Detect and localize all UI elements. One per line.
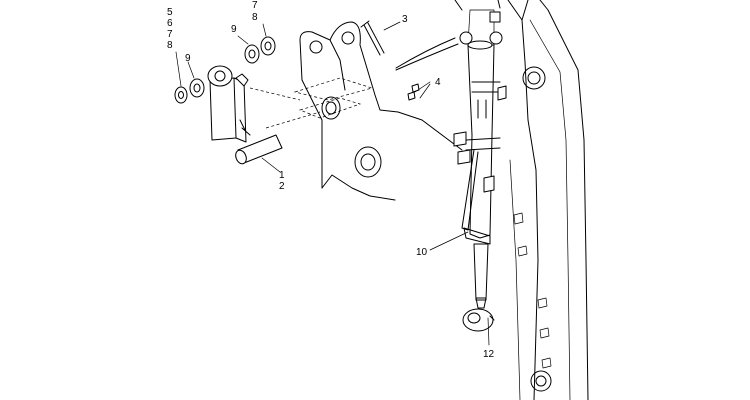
part-washers xyxy=(174,36,276,104)
callout-8: 8 xyxy=(252,12,258,23)
callout-12: 12 xyxy=(483,349,495,360)
callout-5: 5 xyxy=(167,7,173,18)
part-pin-1 xyxy=(235,134,283,165)
callout-7: 7 xyxy=(167,29,173,40)
callout-4: 4 xyxy=(435,77,441,88)
callout-6: 6 xyxy=(167,18,173,29)
boom-structure xyxy=(454,0,589,400)
part-lock-pin-3 xyxy=(360,20,385,56)
callout-2: 2 xyxy=(279,181,285,192)
callout-3: 3 xyxy=(402,14,408,25)
leader-lines xyxy=(175,21,490,346)
callout-labels: 5 6 7 8 7 8 9 9 3 4 1 2 10 12 xyxy=(167,0,495,360)
hydraulic-cylinder xyxy=(453,9,507,332)
part-bracket-5 xyxy=(207,65,251,143)
callout-9: 9 xyxy=(231,24,237,35)
boom-foot-bracket xyxy=(249,21,463,201)
callout-10: 10 xyxy=(416,247,428,258)
callout-7: 7 xyxy=(252,0,258,11)
callout-8: 8 xyxy=(167,40,173,51)
callout-9: 9 xyxy=(185,53,191,64)
part-fitting-4 xyxy=(407,83,420,101)
callout-1: 1 xyxy=(279,170,285,181)
